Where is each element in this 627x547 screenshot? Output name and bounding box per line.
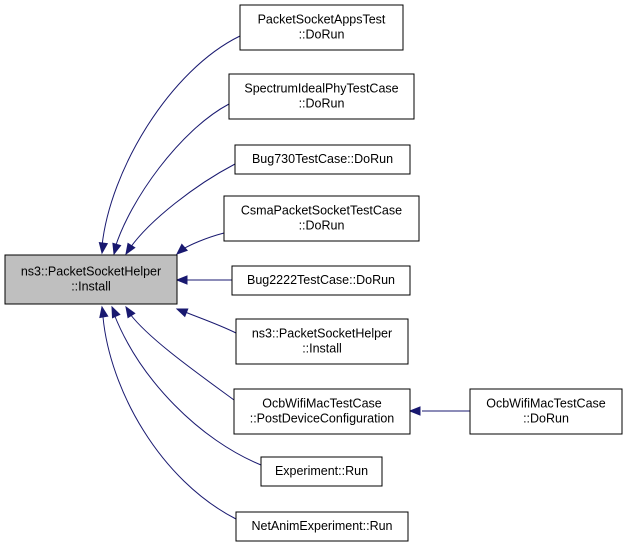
root-node[interactable]: ns3::PacketSocketHelper::Install	[4, 254, 178, 305]
caller-node-3-box	[223, 195, 420, 242]
caller-node-7-box	[260, 456, 383, 487]
root-node-label-line-1: ::Install	[71, 280, 111, 294]
caller-node-7[interactable]: Experiment::Run	[260, 456, 383, 487]
nodes: ns3::PacketSocketHelper::Install PacketSo…	[4, 4, 623, 542]
caller-node-8[interactable]: NetAnimExperiment::Run	[235, 511, 409, 542]
call-edge-7	[113, 313, 262, 466]
caller-node-7-label-line-0: Experiment::Run	[275, 464, 368, 478]
call-edge-arrowhead-5	[175, 308, 189, 318]
caller-node-8-box	[235, 511, 409, 542]
call-edge-arrowhead-7	[111, 305, 121, 319]
caller-node-4-label-line-0: Bug2222TestCase::DoRun	[247, 273, 395, 287]
caller-node-0-box	[239, 4, 404, 51]
caller-node-1-label-line-0: SpectrumIdealPhyTestCase	[244, 82, 398, 96]
caller-node-4-box	[231, 265, 411, 296]
second-level-node-0[interactable]: OcbWifiMacTestCase::DoRun	[469, 388, 623, 435]
edges	[98, 35, 470, 520]
caller-node-2-label-line-0: Bug730TestCase::DoRun	[252, 152, 393, 166]
call-edge-arrowhead-8	[99, 305, 109, 319]
caller-node-1-box	[228, 73, 415, 120]
call-edge-arrowhead-2	[125, 242, 136, 256]
caller-node-5-box	[235, 318, 409, 365]
caller-node-5-label-line-0: ns3::PacketSocketHelper	[252, 327, 392, 341]
second-level-node-0-label-line-0: OcbWifiMacTestCase	[486, 397, 606, 411]
caller-node-2[interactable]: Bug730TestCase::DoRun	[234, 144, 411, 175]
call-edge-arrowhead-4	[175, 275, 188, 285]
second-level-node-0-label-line-1: ::DoRun	[523, 412, 569, 426]
caller-node-0-label-line-1: ::DoRun	[299, 28, 345, 42]
caller-node-3-label-line-0: CsmaPacketSocketTestCase	[241, 204, 402, 218]
call-edge-arrowhead-6	[125, 305, 136, 319]
call-edge-arrowhead-3	[175, 243, 188, 255]
second-level-node-0-box	[469, 388, 623, 435]
call-edge-arrowhead-0	[98, 241, 109, 255]
caller-node-6[interactable]: OcbWifiMacTestCase::PostDeviceConfigurat…	[233, 388, 411, 435]
caller-node-3[interactable]: CsmaPacketSocketTestCase::DoRun	[223, 195, 420, 242]
call-edge-1	[114, 103, 230, 249]
call-edge-3	[182, 232, 225, 250]
root-node-box	[4, 254, 178, 305]
call-edge-0	[101, 35, 241, 247]
caller-node-0[interactable]: PacketSocketAppsTest::DoRun	[239, 4, 404, 51]
caller-node-5-label-line-1: ::Install	[302, 342, 342, 356]
caller-node-3-label-line-1: ::DoRun	[299, 219, 345, 233]
caller-node-4[interactable]: Bug2222TestCase::DoRun	[231, 265, 411, 296]
call-edge-2	[129, 163, 236, 249]
call-edge-5	[184, 311, 237, 334]
caller-node-6-label-line-1: ::PostDeviceConfiguration	[250, 412, 395, 426]
caller-node-5[interactable]: ns3::PacketSocketHelper::Install	[235, 318, 409, 365]
caller-node-6-label-line-0: OcbWifiMacTestCase	[262, 397, 382, 411]
caller-node-0-label-line-0: PacketSocketAppsTest	[258, 13, 386, 27]
call-edge-6	[129, 313, 235, 401]
call-edge-arrowhead-1	[112, 242, 122, 256]
caller-node-6-box	[233, 388, 411, 435]
caller-node-2-box	[234, 144, 411, 175]
call-edge-second-arrowhead-0	[408, 406, 421, 416]
call-edge-8	[102, 316, 237, 520]
root-node-label-line-0: ns3::PacketSocketHelper	[21, 265, 161, 279]
caller-node-8-label-line-0: NetAnimExperiment::Run	[251, 519, 392, 533]
caller-node-1-label-line-1: ::DoRun	[299, 97, 345, 111]
caller-node-1[interactable]: SpectrumIdealPhyTestCase::DoRun	[228, 73, 415, 120]
